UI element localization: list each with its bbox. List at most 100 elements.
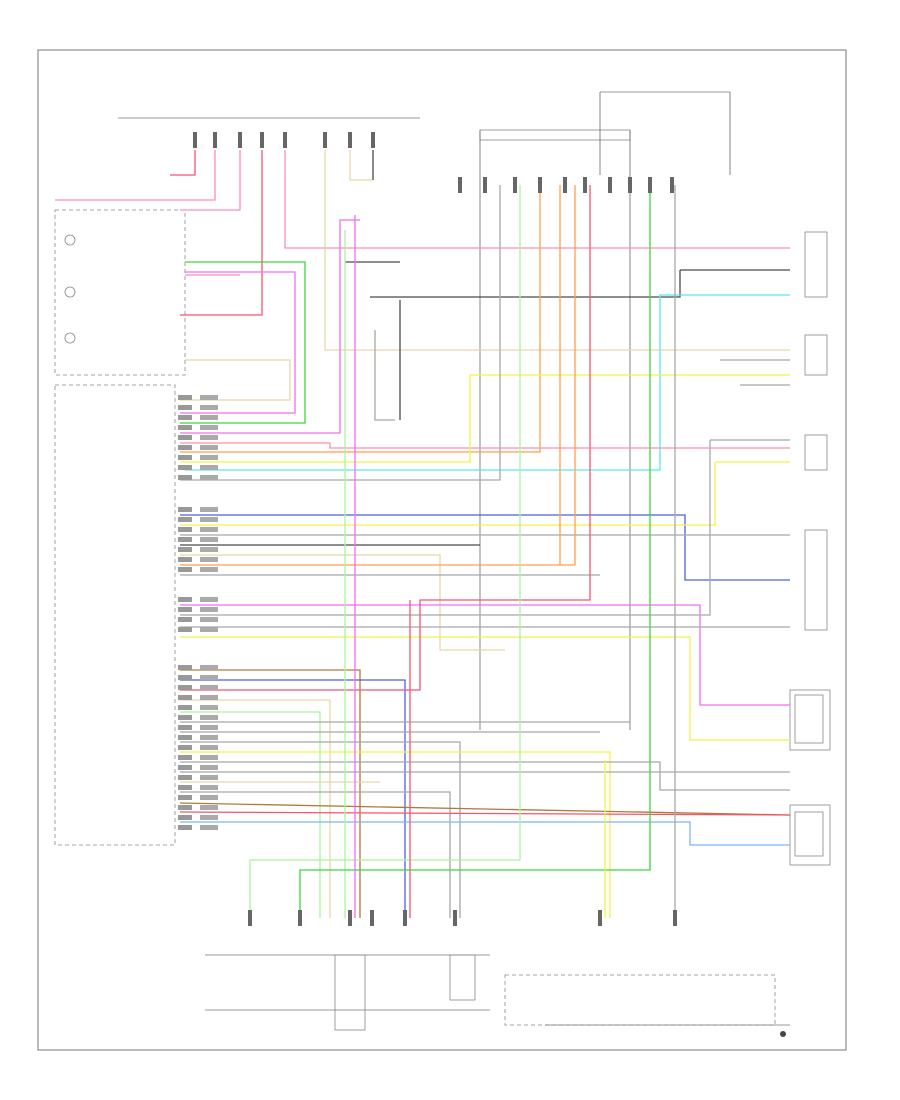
module-pin-label [178, 695, 192, 700]
bottom-connector-pin [598, 910, 602, 926]
top-connector-pin [213, 132, 217, 148]
module-pin-label [178, 705, 192, 710]
top-connector-pin [608, 177, 612, 193]
wire-green [180, 261, 306, 424]
wire-color-label [200, 507, 218, 512]
top-connector-pin [648, 177, 652, 193]
module-pin-label [178, 395, 192, 400]
wire-color-label [200, 557, 218, 562]
wire-color-label [200, 675, 218, 680]
bottom-connector-pin [403, 910, 407, 926]
module-pin-label [178, 805, 192, 810]
wire-color-label [200, 517, 218, 522]
wire-pink [55, 150, 216, 201]
module-pin-label [178, 665, 192, 670]
wire-color-label [200, 607, 218, 612]
indicator-lamp-box [54, 209, 186, 376]
module-pin-label [178, 537, 192, 542]
module-pin-label [178, 517, 192, 522]
diagram-frame [37, 49, 847, 1051]
wire-brown [179, 802, 791, 816]
wire-color-label [200, 455, 218, 460]
wire-color-label [200, 755, 218, 760]
wire-color-label [200, 445, 218, 450]
wire-color-label [200, 567, 218, 572]
module-pin-label [178, 607, 192, 612]
wire-gray [180, 791, 451, 918]
wire-cyan [185, 294, 790, 471]
top-connector-pin [260, 132, 264, 148]
wire-gray [374, 330, 395, 421]
module-pin-label [178, 597, 192, 602]
wire-color-label [200, 705, 218, 710]
module-pin-label [178, 465, 192, 470]
top-connector-pin [348, 132, 352, 148]
module-pin-label [178, 735, 192, 740]
control-module-box [54, 384, 176, 846]
wire-blue [180, 679, 406, 918]
wire-pink [180, 150, 241, 211]
wire-gray [180, 440, 711, 616]
wire-yellow [180, 462, 716, 526]
top-connector-pin [371, 132, 375, 148]
wire-color-label [200, 617, 218, 622]
top-connector-pin [483, 177, 487, 193]
bottom-connector-pin [453, 910, 457, 926]
module-pin-label [178, 415, 192, 420]
module-pin-label [178, 627, 192, 632]
module-pin-label [178, 547, 192, 552]
wire-color-label [200, 435, 218, 440]
wire-tan [180, 554, 505, 651]
module-pin-label [178, 475, 192, 480]
wire-gray [180, 741, 461, 918]
module-pin-label [178, 557, 192, 562]
wire-color-label [200, 765, 218, 770]
top-connector-pin [283, 132, 287, 148]
top-connector-pin [323, 132, 327, 148]
bottom-connector-pin [348, 910, 352, 926]
wires [55, 150, 791, 918]
bottom-connector-pin [298, 910, 302, 926]
wire-yellow [180, 751, 611, 918]
wire-magenta [180, 271, 296, 414]
junction-boxes [479, 92, 731, 730]
wire-color-label [200, 795, 218, 800]
top-connector-pin [238, 132, 242, 148]
wire-color-label [200, 825, 218, 830]
wire-tan [349, 150, 372, 181]
top-connector-pin [670, 177, 674, 193]
wire-color-label [200, 665, 218, 670]
top-connector-pin [193, 132, 197, 148]
wire-red [180, 150, 263, 316]
wire-color-label [200, 527, 218, 532]
bottom-connector-pin [673, 910, 677, 926]
wire-lightgreen [249, 185, 521, 918]
module-pin-label [178, 725, 192, 730]
module-pin-label [178, 425, 192, 430]
module-pin-label [178, 507, 192, 512]
wire-color-label [200, 475, 218, 480]
bottom-components [205, 954, 790, 1037]
wire-color-label [200, 425, 218, 430]
module-pin-label [178, 765, 192, 770]
wire-color-label [200, 695, 218, 700]
module-pin-label [178, 755, 192, 760]
wire-color-label [200, 537, 218, 542]
wire-orange [180, 185, 541, 453]
wire-red [179, 811, 791, 816]
wire-color-label [200, 465, 218, 470]
wire-color-label [200, 547, 218, 552]
wire-tan [180, 359, 291, 401]
wire-lightblue [180, 821, 790, 846]
wire-color-label [200, 597, 218, 602]
wire-color-label [200, 745, 218, 750]
top-connector-pin [583, 177, 587, 193]
module-pin-label [178, 617, 192, 622]
module-pin-label [178, 405, 192, 410]
wire-color-label [200, 685, 218, 690]
wire-brown [180, 669, 361, 918]
wire-color-label [200, 815, 218, 820]
wire-tan [324, 150, 790, 351]
module-pin-label [178, 825, 192, 830]
